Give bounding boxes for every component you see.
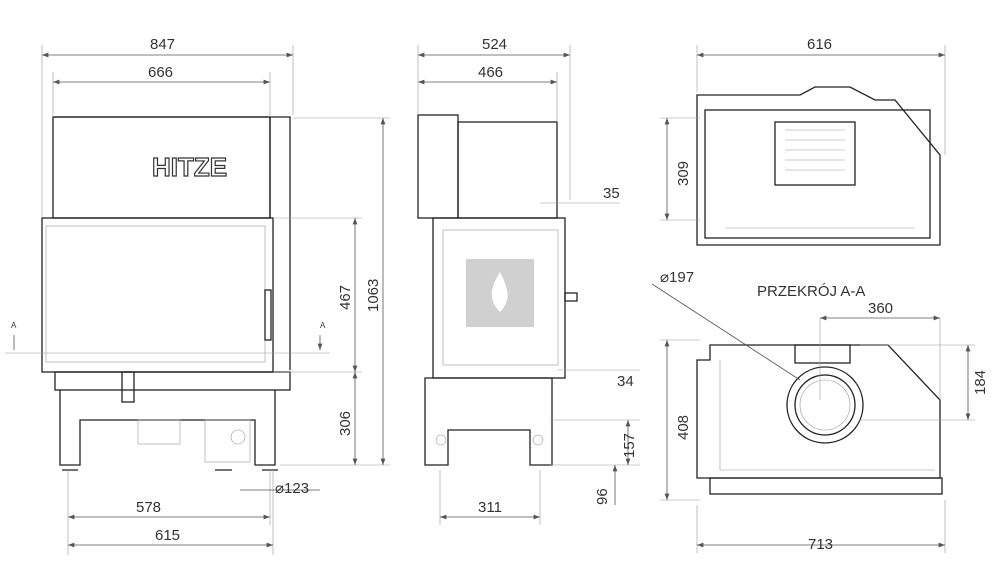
- dim-flue-diameter: ⌀123: [275, 480, 309, 497]
- dim-side-legs-span: 311: [478, 499, 502, 516]
- section-marker-right: A: [320, 321, 326, 330]
- section-title: PRZEKRÓJ A-A: [757, 283, 865, 300]
- dim-front-height-total: 1063: [365, 279, 382, 312]
- section-marker-left: A: [11, 321, 17, 330]
- dim-side-top-offset: 35: [603, 185, 620, 202]
- dim-side-door-offset: 34: [617, 373, 634, 390]
- side-dimensions: 524 466 35 34 157 96 311: [417, 36, 640, 525]
- top-view: [696, 86, 941, 246]
- dim-legs-span-inner: 578: [136, 499, 161, 516]
- dim-side-lower-height: 96: [594, 488, 611, 505]
- dim-front-width-inner: 666: [148, 64, 173, 81]
- dim-side-flue-height: 157: [621, 433, 638, 458]
- front-view: HITZE A A: [5, 116, 330, 471]
- section-dimensions: ⌀197 360 184 408 713: [651, 269, 989, 553]
- side-view: [417, 114, 578, 466]
- dim-section-width: 713: [808, 536, 833, 553]
- dim-front-height-base: 306: [337, 411, 354, 436]
- flame-icon: [491, 272, 508, 312]
- dim-side-depth-total: 524: [482, 36, 507, 53]
- dim-section-flue-offset: 360: [868, 300, 893, 317]
- dim-top-width: 616: [807, 36, 832, 53]
- dim-section-flue-diameter: ⌀197: [660, 269, 694, 286]
- brand-logo: HITZE: [152, 152, 227, 182]
- dim-legs-span-outer: 615: [155, 527, 180, 544]
- dim-section-flue-depth: 184: [972, 370, 989, 395]
- front-dimensions: 847 666 1063 467 306 ⌀123 578 615: [41, 36, 390, 555]
- dim-top-depth: 309: [675, 161, 692, 186]
- top-dimensions: 616 309: [660, 36, 946, 221]
- dim-front-width-total: 847: [150, 36, 175, 53]
- dim-section-depth: 408: [675, 415, 692, 440]
- dim-front-height-door: 467: [337, 285, 354, 310]
- dim-side-depth-inner: 466: [478, 64, 503, 81]
- section-view: [696, 344, 943, 495]
